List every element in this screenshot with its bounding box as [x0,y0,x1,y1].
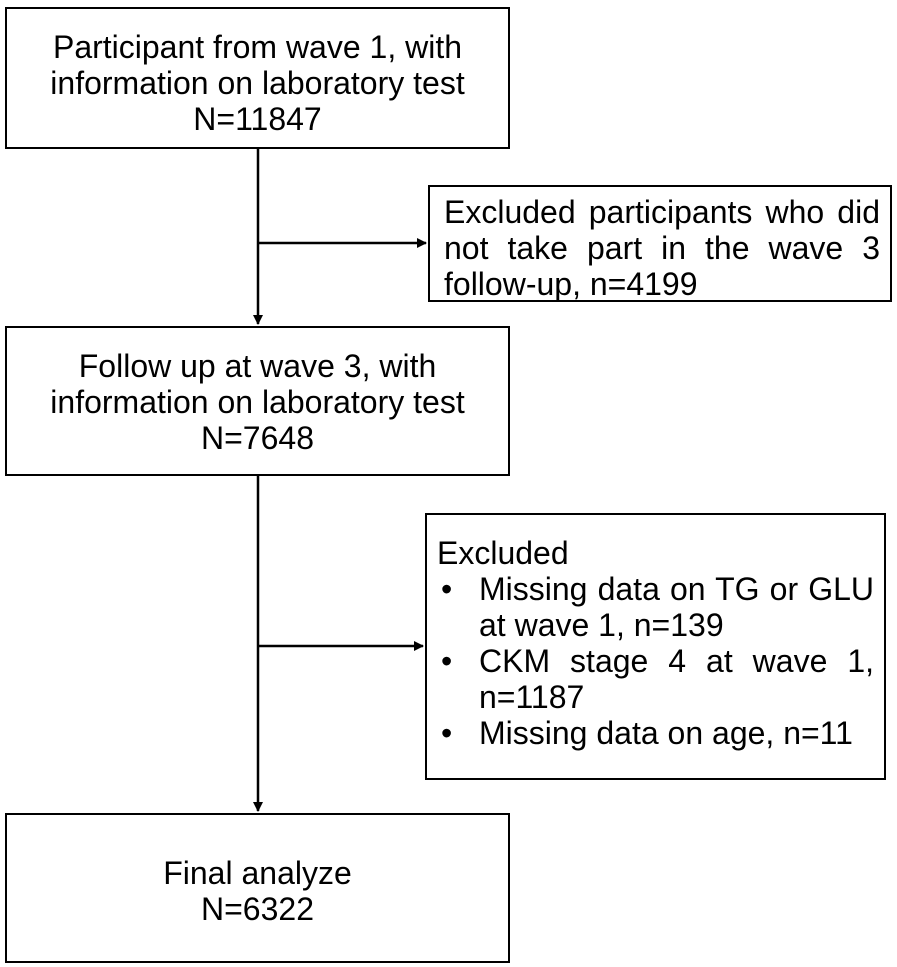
wave1-line1: Participant from wave 1, with [52,29,463,65]
exclusion-box-2: Excluded • Missing data on TG or GLU at … [425,513,886,780]
wave1-box: Participant from wave 1, with informatio… [5,7,510,149]
final-box: Final analyze N=6322 [5,813,510,963]
wave3-line1: Follow up at wave 3, with [78,348,437,384]
list-item: • Missing data on age, n=11 [437,715,874,751]
list-item: • Missing data on TG or GLU at wave 1, n… [437,571,874,643]
exclusion-box-1: Excluded participants who did not take p… [428,185,892,302]
list-item-text: Missing data on age, n=11 [479,715,853,751]
bullet-icon: • [441,643,453,679]
exclusion-2-list: • Missing data on TG or GLU at wave 1, n… [437,571,874,751]
list-item-text: Missing data on TG or GLU at wave 1, n=1… [479,571,874,643]
wave1-count: N=11847 [193,101,322,137]
bullet-icon: • [441,715,453,751]
exclusion-1-text: Excluded participants who did not take p… [444,194,880,302]
wave3-count: N=7648 [201,420,314,456]
wave3-box: Follow up at wave 3, with information on… [5,326,510,476]
bullet-icon: • [441,571,453,607]
list-item: • CKM stage 4 at wave 1, n=1187 [437,643,874,715]
wave3-line2: information on laboratory test [50,384,465,420]
exclusion-2-heading: Excluded [437,535,569,571]
final-line1: Final analyze [163,855,352,891]
final-count: N=6322 [201,891,314,927]
wave1-line2: information on laboratory test [50,65,465,101]
list-item-text: CKM stage 4 at wave 1, n=1187 [479,643,874,715]
